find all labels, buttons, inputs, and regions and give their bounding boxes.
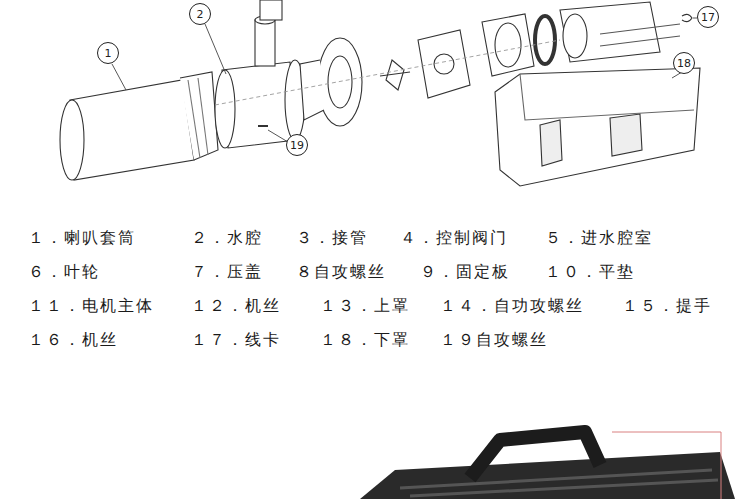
part-name: ２．水腔 bbox=[191, 228, 263, 247]
inlet-chamber bbox=[418, 30, 470, 98]
horn-mouth bbox=[60, 100, 84, 180]
grille-slat bbox=[400, 470, 712, 488]
leader-line bbox=[268, 130, 288, 142]
part-name: ３．接管 bbox=[296, 228, 368, 247]
lower-cover bbox=[495, 68, 700, 186]
callout-circle: 2 bbox=[189, 3, 211, 25]
callout-circle: 19 bbox=[286, 134, 308, 156]
screw bbox=[258, 125, 268, 127]
part-name: １０．平垫 bbox=[545, 262, 635, 281]
leader-line bbox=[205, 24, 226, 74]
cavity-ring bbox=[215, 70, 235, 148]
grille-slat bbox=[410, 480, 718, 496]
part-name: ４．控制阀门 bbox=[400, 228, 508, 247]
callout-number: 19 bbox=[290, 140, 304, 151]
part-name: １７．线卡 bbox=[191, 330, 281, 349]
part-name: ７．压盖 bbox=[191, 262, 263, 281]
outlet-pipe-upper bbox=[260, 0, 282, 20]
callout-circle: 1 bbox=[97, 42, 119, 64]
handle bbox=[470, 432, 600, 478]
part-name: １１．电机主体 bbox=[28, 296, 154, 315]
cover-rib bbox=[610, 114, 642, 156]
gasket-ring bbox=[535, 16, 555, 64]
callout-number: 17 bbox=[701, 12, 715, 23]
part-name: １２．机丝 bbox=[191, 296, 281, 315]
cover-edge bbox=[520, 74, 694, 120]
callout-circle: 17 bbox=[697, 6, 719, 28]
chamber-hole bbox=[434, 54, 454, 74]
grille-body bbox=[360, 452, 735, 499]
part-name: １６．机丝 bbox=[28, 330, 118, 349]
fixing-plate bbox=[482, 14, 534, 76]
horn-sleeve bbox=[70, 80, 194, 180]
red-frame bbox=[612, 432, 721, 499]
pump-photo bbox=[360, 432, 735, 499]
callout-circle: 18 bbox=[673, 52, 695, 74]
callout-number: 18 bbox=[677, 58, 691, 69]
leader-line bbox=[112, 64, 126, 90]
cover-rib bbox=[540, 120, 562, 166]
motor-screw bbox=[600, 36, 680, 46]
rib-line bbox=[188, 80, 200, 158]
motor-screw bbox=[600, 24, 680, 34]
motor-face bbox=[563, 14, 587, 58]
outlet-pipe bbox=[255, 20, 275, 66]
axis-line bbox=[215, 40, 560, 105]
part-name: １３．上罩 bbox=[320, 296, 410, 315]
part-name: １９自攻螺丝 bbox=[440, 330, 548, 349]
rib-line bbox=[198, 78, 208, 155]
flange-plate bbox=[318, 38, 362, 126]
part-name: ８自攻螺丝 bbox=[296, 262, 386, 281]
part-name: １５．提手 bbox=[622, 296, 712, 315]
cable-clamp bbox=[682, 14, 692, 21]
impeller-shaft bbox=[380, 72, 410, 76]
part-name: １８．下罩 bbox=[320, 330, 410, 349]
callout-number: 1 bbox=[105, 48, 112, 59]
flange-hole bbox=[328, 56, 352, 108]
part-name: ６．叶轮 bbox=[28, 262, 100, 281]
horn-ribs bbox=[180, 72, 218, 160]
part-name: １４．自功攻螺丝 bbox=[440, 296, 584, 315]
part-name: ９．固定板 bbox=[420, 262, 510, 281]
motor-body bbox=[560, 2, 660, 62]
callout-number: 2 bbox=[197, 9, 204, 20]
connector-tube bbox=[300, 60, 324, 120]
part-name: ５．进水腔室 bbox=[545, 228, 653, 247]
plate-hole bbox=[495, 23, 521, 67]
part-name: １．喇叭套筒 bbox=[28, 228, 136, 247]
